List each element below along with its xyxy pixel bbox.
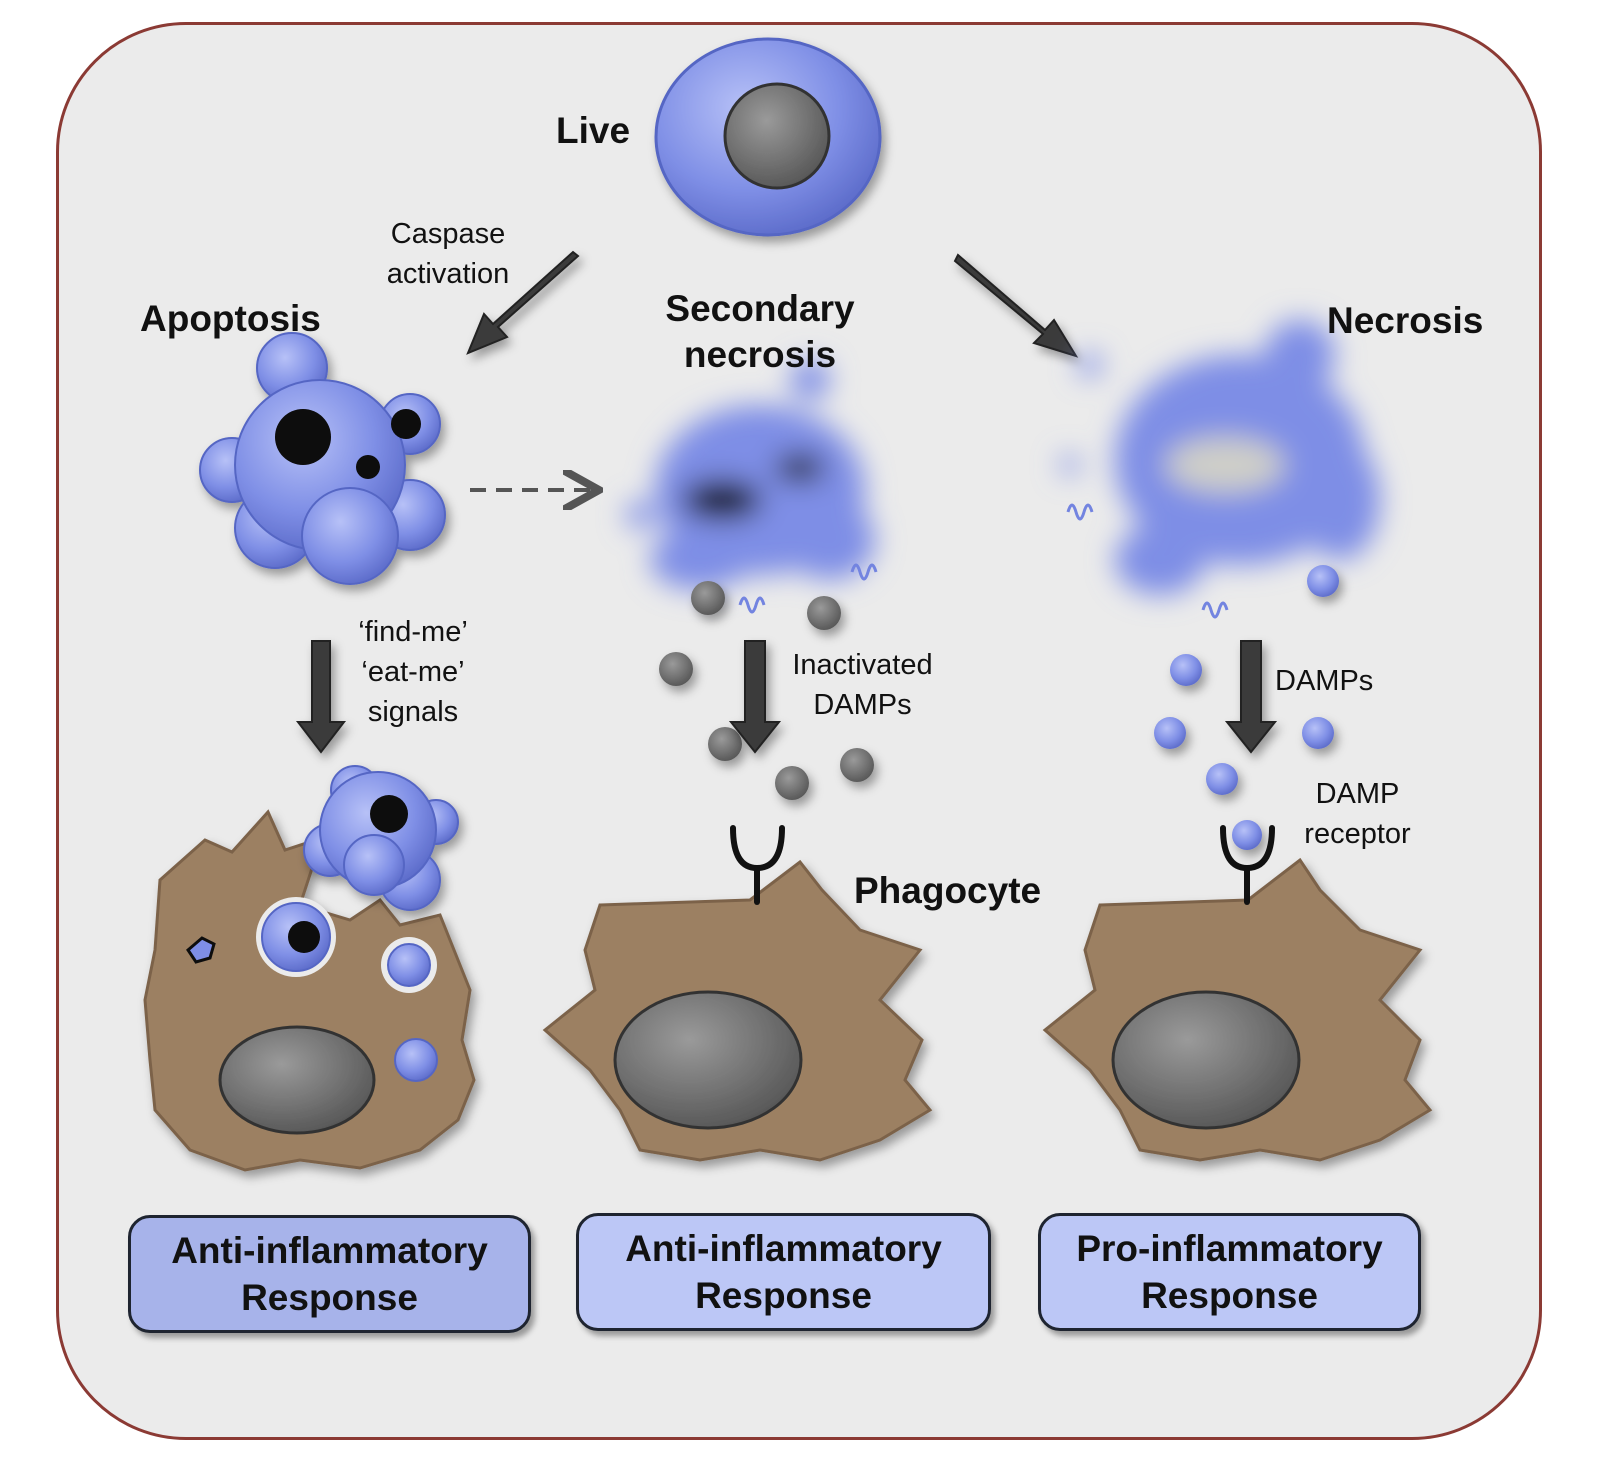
response-necrosis-line1: Pro-inflammatory xyxy=(1076,1228,1383,1269)
apoptotic-cell xyxy=(199,332,446,585)
label-caspase-activation: Caspase activation xyxy=(368,214,528,294)
arrow-to-apoptosis xyxy=(466,250,580,355)
response-secondary-line2: Response xyxy=(695,1275,872,1316)
label-damp-receptor: DAMP receptor xyxy=(1290,774,1425,854)
live-cell xyxy=(654,37,882,237)
necrotic-cell xyxy=(1060,320,1380,595)
phagocyte-apoptotic xyxy=(143,809,476,1172)
label-necrosis: Necrosis xyxy=(1327,300,1484,341)
label-apoptosis: Apoptosis xyxy=(140,298,321,339)
response-box-necrosis: Pro-inflammatory Response xyxy=(1038,1213,1421,1331)
phagocyte-necrosis xyxy=(1042,857,1433,1162)
phagocyte-secondary-necrosis xyxy=(542,859,933,1162)
response-apoptosis-line1: Anti-inflammatory xyxy=(171,1230,488,1271)
label-signals-line3: signals xyxy=(367,696,459,728)
label-live: Live xyxy=(556,110,631,151)
response-box-apoptosis: Anti-inflammatory Response xyxy=(128,1215,531,1333)
label-damp-receptor-line1: DAMP xyxy=(1315,778,1400,810)
down-arrows xyxy=(295,640,1278,754)
response-secondary-line1: Anti-inflammatory xyxy=(625,1228,942,1269)
apoptotic-body xyxy=(303,765,459,911)
damp-receptor-icon xyxy=(1220,825,1275,905)
label-secondary-necrosis: Secondary necrosis xyxy=(650,286,870,378)
arrow-to-necrosis xyxy=(953,253,1079,358)
inactivated-damps xyxy=(659,581,874,800)
label-inactivated-damps: Inactivated DAMPs xyxy=(775,645,950,725)
response-necrosis-line2: Response xyxy=(1141,1275,1318,1316)
label-damp-receptor-line2: receptor xyxy=(1304,818,1411,850)
label-damps: DAMPs xyxy=(1275,665,1374,697)
label-caspase-line1: Caspase xyxy=(390,218,506,250)
label-signals: ‘find-me’ ‘eat-me’ signals xyxy=(338,612,488,732)
receptor-icon xyxy=(730,825,785,905)
damps xyxy=(1154,565,1339,850)
label-signals-line1: ‘find-me’ xyxy=(358,616,468,648)
response-box-secondary-necrosis: Anti-inflammatory Response xyxy=(576,1213,991,1331)
response-apoptosis-line2: Response xyxy=(241,1277,418,1318)
label-caspase-line2: activation xyxy=(386,258,510,290)
dna-fragments xyxy=(738,503,1229,619)
secondary-necrosis-cell xyxy=(626,360,875,590)
label-signals-line2: ‘eat-me’ xyxy=(361,656,465,688)
label-inactivated-line2: DAMPs xyxy=(813,689,912,721)
label-phagocyte: Phagocyte xyxy=(854,870,1042,911)
label-secondary-necrosis-line1: Secondary xyxy=(665,288,855,329)
label-secondary-necrosis-line2: necrosis xyxy=(683,334,837,375)
label-inactivated-line1: Inactivated xyxy=(792,649,933,681)
